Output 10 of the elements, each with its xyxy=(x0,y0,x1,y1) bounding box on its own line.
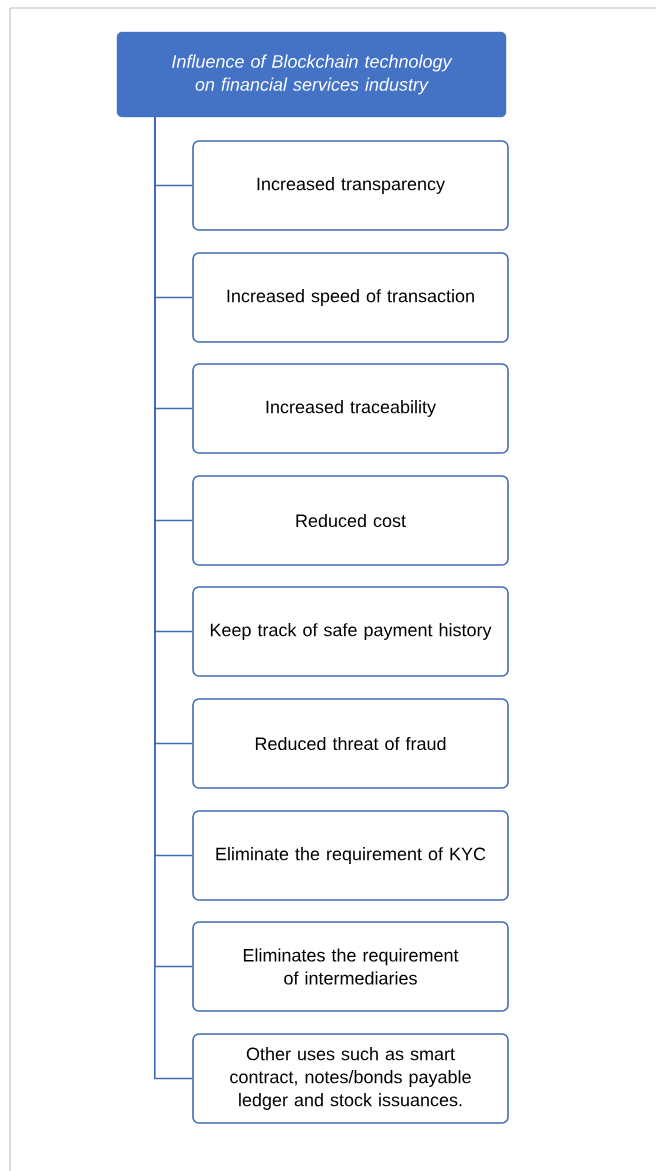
item-box: Other uses such as smart contract, notes/bonds payable ledger and stock issuances. xyxy=(192,1033,509,1124)
item-box: Keep track of safe payment history xyxy=(192,586,509,677)
item-box: Increased speed of transaction xyxy=(192,252,509,343)
item-box: Increased transparency xyxy=(192,140,509,231)
item-box: Reduced threat of fraud xyxy=(192,698,509,789)
item-box: Increased traceability xyxy=(192,363,509,454)
item-box: Eliminate the requirement of KYC xyxy=(192,810,509,901)
item-box: Reduced cost xyxy=(192,475,509,566)
item-box: Eliminates the requirement of intermediaries xyxy=(192,921,509,1012)
title-box: Influence of Blockchain technology on financial services industry xyxy=(116,31,507,118)
